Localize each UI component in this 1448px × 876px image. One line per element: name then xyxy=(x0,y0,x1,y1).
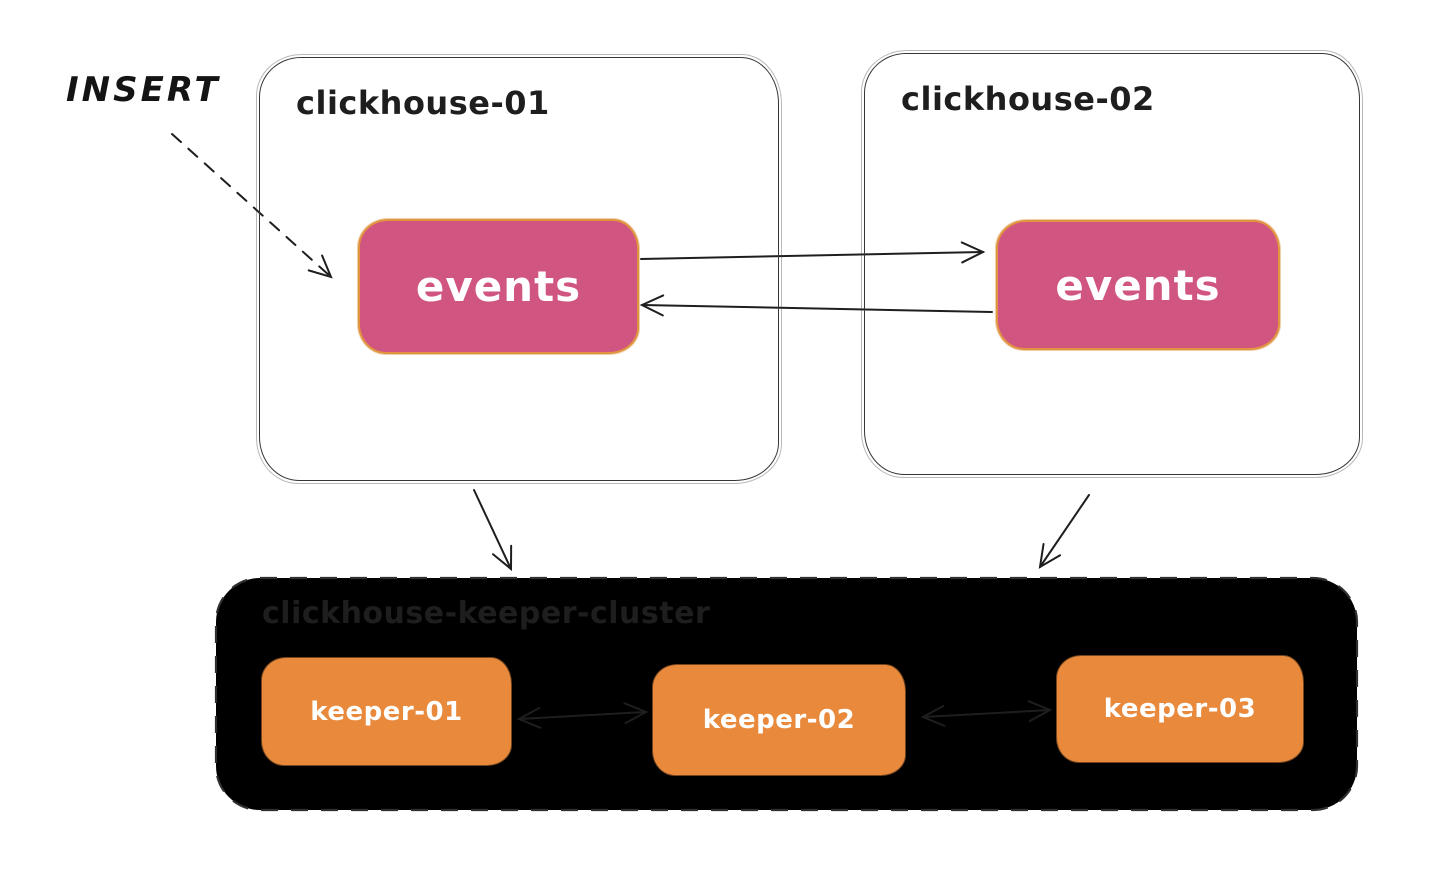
ch01-to-keeper-arrow xyxy=(473,489,513,572)
keeper-node-label: keeper-02 xyxy=(702,705,856,735)
events-table-node-02: events xyxy=(996,220,1280,350)
server-container-clickhouse-01: clickhouse-01 events xyxy=(256,54,782,484)
insert-label: INSERT xyxy=(66,70,221,110)
keeper-node-03: keeper-03 xyxy=(1057,656,1303,762)
keeper-cluster-title: clickhouse-keeper-cluster xyxy=(262,596,711,631)
events-table-label: events xyxy=(415,262,582,311)
keeper-node-02: keeper-02 xyxy=(653,665,905,775)
keeper-node-label: keeper-01 xyxy=(310,696,463,727)
events-table-label: events xyxy=(1055,260,1221,310)
events-table-node-01: events xyxy=(358,219,639,354)
keeper-node-label: keeper-03 xyxy=(1103,694,1257,724)
server-container-clickhouse-02: clickhouse-02 events xyxy=(861,50,1363,478)
server-title-clickhouse-01: clickhouse-01 xyxy=(296,84,550,122)
keeper-cluster-container: clickhouse-keeper-cluster keeper-01 keep… xyxy=(216,578,1357,810)
keeper-node-01: keeper-01 xyxy=(262,658,511,765)
server-title-clickhouse-02: clickhouse-02 xyxy=(901,80,1155,118)
ch02-to-keeper-arrow xyxy=(1038,494,1090,569)
